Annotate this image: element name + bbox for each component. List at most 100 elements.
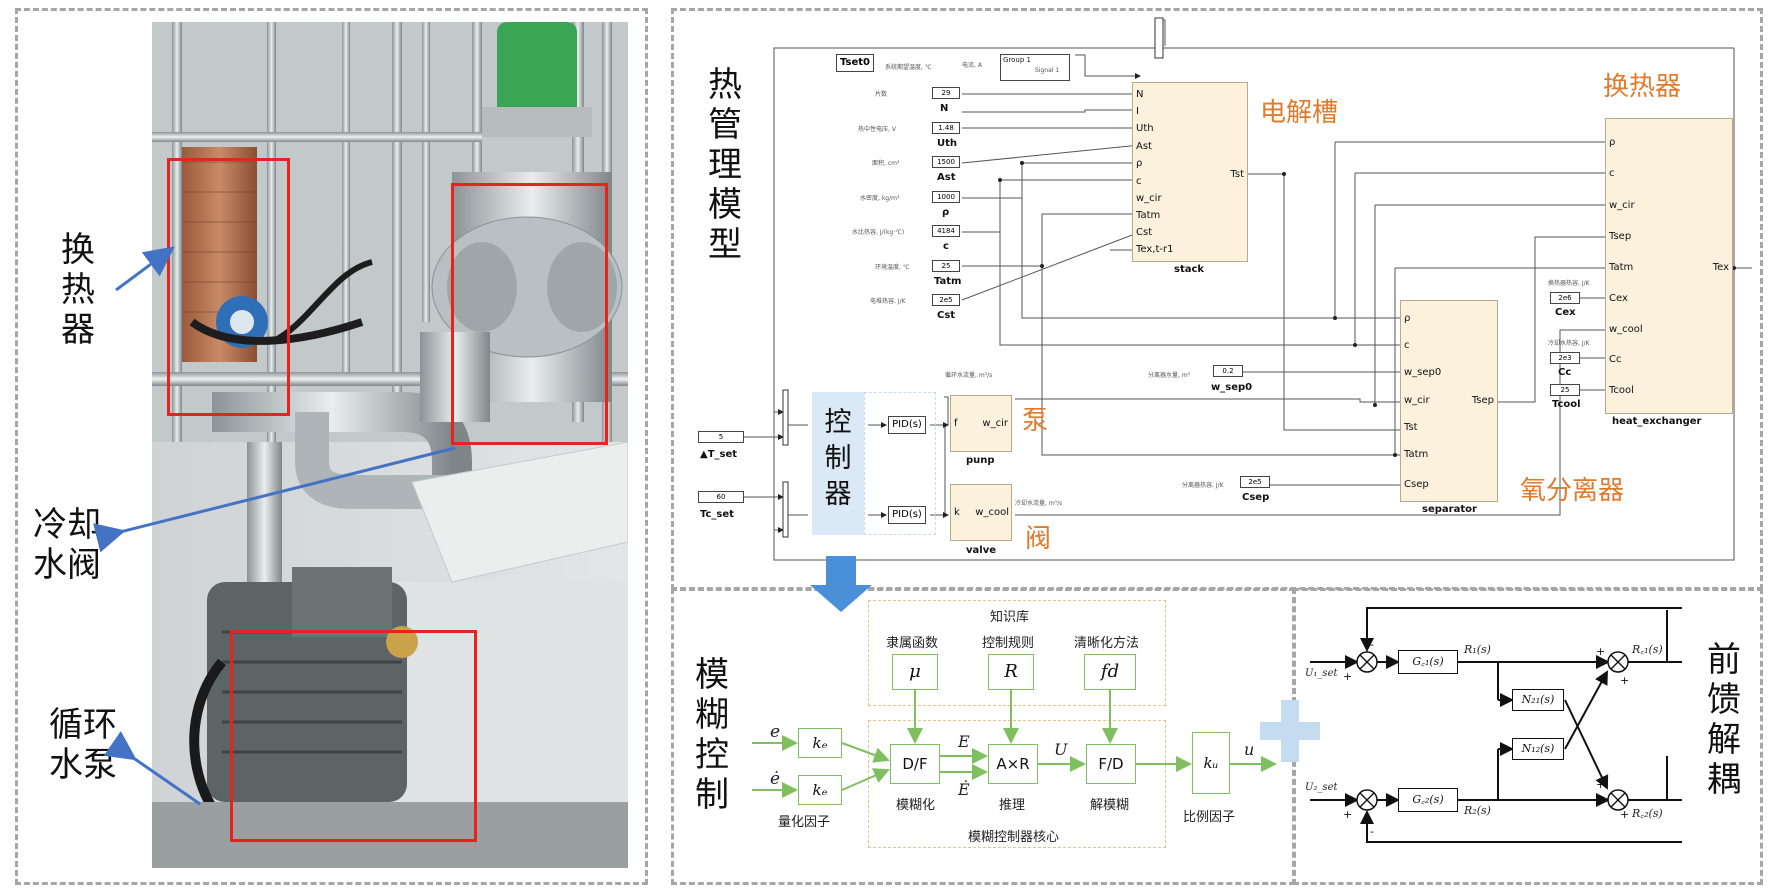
csep-value[interactable]: 2e5 bbox=[1240, 476, 1270, 488]
wsep0-value[interactable]: 0.2 bbox=[1213, 365, 1243, 377]
hx-highlight-box bbox=[167, 158, 290, 416]
tset0-block[interactable]: Tset0 bbox=[836, 54, 874, 72]
ke-block-2[interactable]: kₑ bbox=[798, 775, 842, 805]
n21-block[interactable]: N₂₁(s) bbox=[1512, 689, 1564, 711]
signal-label: Signal 1 bbox=[1035, 67, 1060, 74]
const-note: 电堆热容, J/K bbox=[870, 298, 906, 305]
pid-block-1[interactable]: PID(s) bbox=[888, 416, 926, 434]
const-name: c bbox=[943, 241, 949, 252]
tcset-value[interactable]: 60 bbox=[698, 491, 744, 503]
const-value[interactable]: 4184 bbox=[932, 225, 960, 237]
wsep0-note: 分离器水量, m³ bbox=[1148, 372, 1191, 379]
pump-label: 泵 bbox=[1022, 406, 1049, 436]
n12-block[interactable]: N₁₂(s) bbox=[1512, 738, 1564, 760]
const-value[interactable]: 1.48 bbox=[932, 122, 960, 134]
label-heat-exchanger: 换 热 器 bbox=[61, 230, 95, 350]
const-value[interactable]: 1500 bbox=[932, 156, 960, 168]
r2-label: R₂(s) bbox=[1464, 804, 1491, 817]
heat-exchanger-block[interactable]: ρ c w_cir Tsep Tatm Cex w_cool Cc Tcool … bbox=[1605, 118, 1733, 414]
hx-label: 换热器 bbox=[1603, 72, 1682, 102]
const-value[interactable]: 1000 bbox=[932, 191, 960, 203]
circulation-note: 循环水流量, m³/s bbox=[945, 372, 993, 379]
stack-port-uth: Uth bbox=[1136, 123, 1154, 134]
tcool-value[interactable]: 25 bbox=[1550, 384, 1580, 396]
gc2-block[interactable]: G꜀₂(s) bbox=[1398, 788, 1458, 812]
hx-port-cex: Cex bbox=[1609, 293, 1628, 304]
u-label: u bbox=[1244, 740, 1255, 759]
left-panel-frame bbox=[15, 8, 648, 885]
const-value[interactable]: 25 bbox=[932, 260, 960, 272]
hx-port-wcool: w_cool bbox=[1609, 324, 1643, 335]
U-label: U bbox=[1054, 740, 1068, 759]
const-value[interactable]: 29 bbox=[932, 87, 960, 99]
svg-text:+: + bbox=[1620, 674, 1629, 687]
r1-label: R₁(s) bbox=[1464, 643, 1491, 656]
controller-bg bbox=[812, 392, 864, 535]
thermal-model-title: 热 管 理 模 型 bbox=[708, 65, 742, 265]
Edot-label: Ė bbox=[958, 780, 970, 799]
cc-name: Cc bbox=[1558, 367, 1572, 378]
r-block[interactable]: R bbox=[988, 654, 1034, 690]
hx-port-c: c bbox=[1609, 168, 1615, 179]
svg-text:+: + bbox=[1596, 778, 1605, 791]
stack-port-tst: Tst bbox=[1230, 169, 1244, 180]
E-label: E bbox=[958, 732, 970, 751]
sep-port-tsep: Tsep bbox=[1471, 395, 1494, 406]
pump-out: w_cir bbox=[982, 418, 1008, 429]
controller-dashed bbox=[864, 392, 936, 535]
hx-port-rho: ρ bbox=[1609, 137, 1616, 148]
signal-builder-block[interactable]: Group 1 Signal 1 bbox=[1000, 54, 1070, 81]
cc-value[interactable]: 2e3 bbox=[1550, 352, 1580, 364]
scale-factor-label: 比例因子 bbox=[1183, 810, 1236, 825]
fd-defuzz-block[interactable]: F/D bbox=[1086, 744, 1136, 784]
hx-port-wcir: w_cir bbox=[1609, 200, 1635, 211]
df-block[interactable]: D/F bbox=[890, 744, 940, 784]
svg-text:+: + bbox=[1620, 808, 1629, 821]
u1-label: U₁_set bbox=[1305, 668, 1338, 679]
current-note: 电流, A bbox=[962, 62, 982, 69]
const-name: Uth bbox=[937, 138, 958, 149]
const-note: 环境温度, ℃ bbox=[875, 264, 910, 271]
const-note: 水密度, kg/m³ bbox=[860, 195, 900, 202]
pump-highlight-box bbox=[230, 630, 477, 842]
rules-label: 控制规则 bbox=[982, 636, 1035, 651]
pump-in: f bbox=[954, 418, 958, 429]
const-value[interactable]: 2e5 bbox=[932, 294, 960, 306]
stack-block[interactable]: N I Uth Ast ρ c w_cir Tatm Cst Tex,t-r1 … bbox=[1132, 82, 1248, 262]
gc1-block[interactable]: G꜀₁(s) bbox=[1398, 650, 1458, 674]
const-name: Cst bbox=[937, 310, 956, 321]
valve-highlight-box bbox=[451, 183, 608, 445]
cex-value[interactable]: 2e6 bbox=[1550, 292, 1580, 304]
valve-block[interactable]: k w_cool bbox=[950, 484, 1012, 541]
ke-block-1[interactable]: kₑ bbox=[798, 728, 842, 758]
cex-note: 换热器热容, J/K bbox=[1548, 280, 1590, 287]
label-cooling-valve: 冷却 水阀 bbox=[33, 505, 101, 585]
sep-port-wcir: w_cir bbox=[1404, 395, 1430, 406]
fd-block[interactable]: fd bbox=[1084, 654, 1136, 690]
tset-value[interactable]: 5 bbox=[698, 431, 744, 443]
wsep0-name: w_sep0 bbox=[1211, 382, 1253, 393]
pump-block[interactable]: f w_cir bbox=[950, 395, 1012, 452]
tcool-name: Tcool bbox=[1552, 399, 1581, 410]
ku-block[interactable]: kᵤ bbox=[1192, 732, 1230, 794]
csep-name: Csep bbox=[1242, 492, 1270, 503]
separator-label: 氧分离器 bbox=[1520, 476, 1625, 506]
rc2-label: R꜀₂(s) bbox=[1632, 807, 1663, 820]
sep-port-tst: Tst bbox=[1404, 422, 1418, 433]
tset-name: ▲T_set bbox=[700, 449, 738, 460]
separator-block[interactable]: ρ c w_sep0 w_cir Tst Tatm Csep Tsep bbox=[1400, 300, 1498, 502]
stack-name: stack bbox=[1174, 264, 1205, 275]
mu-block[interactable]: μ bbox=[892, 654, 938, 690]
knowledge-base-frame bbox=[868, 600, 1166, 706]
valve-label: 阀 bbox=[1025, 524, 1052, 554]
pid-block-2[interactable]: PID(s) bbox=[888, 506, 926, 524]
hx-port-tatm: Tatm bbox=[1609, 262, 1634, 273]
hx-port-tsep: Tsep bbox=[1609, 231, 1632, 242]
const-name: Ast bbox=[937, 172, 956, 183]
axr-block[interactable]: A×R bbox=[988, 744, 1038, 784]
